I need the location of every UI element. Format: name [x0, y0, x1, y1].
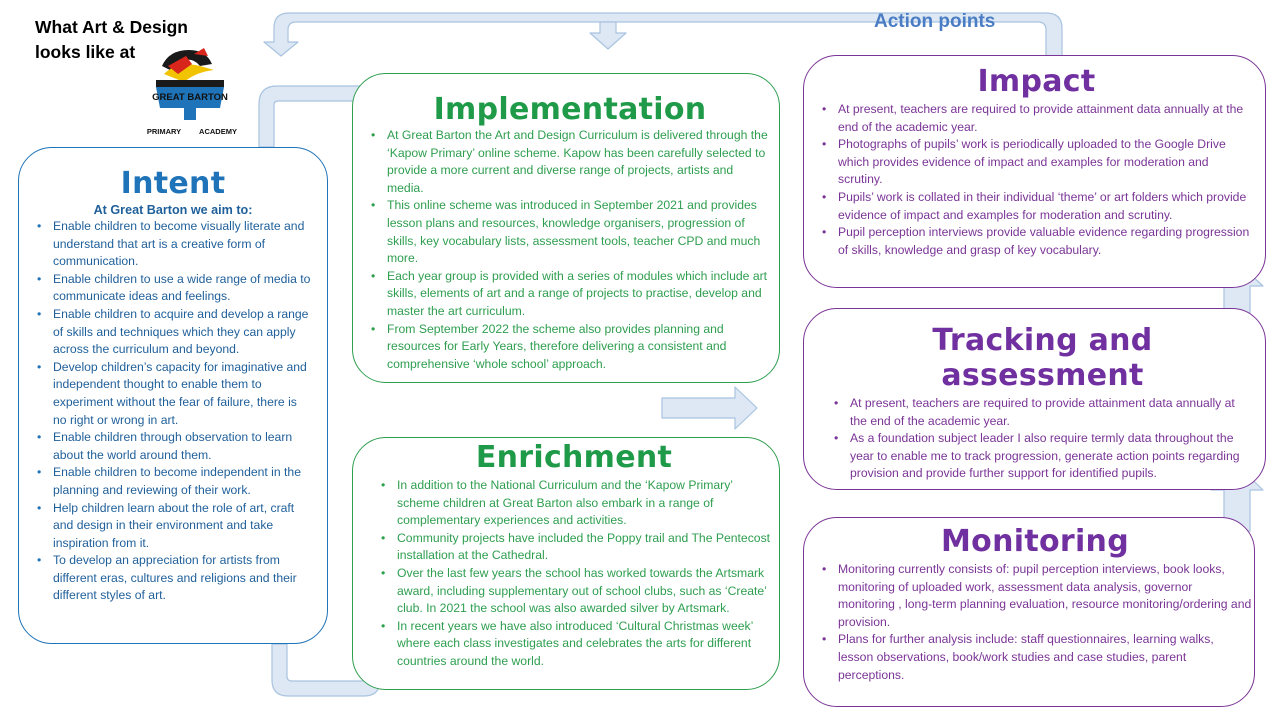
list-item: Develop children’s capacity for imaginat… [37, 359, 313, 429]
tracking-heading: Tracking and assessment [932, 323, 1153, 393]
intent-list: Enable children to become visually liter… [33, 218, 313, 605]
monitoring-list: Monitoring currently consists of: pupil … [818, 561, 1252, 684]
tracking-box: Tracking and assessment At present, teac… [803, 308, 1266, 490]
list-item: Enable children to become independent in… [37, 464, 313, 499]
intent-heading: Intent [120, 166, 226, 201]
enrichment-list: In addition to the National Curriculum a… [377, 477, 771, 671]
list-item: Help children learn about the role of ar… [37, 500, 313, 553]
enrichment-heading: Enrichment [475, 440, 673, 475]
list-item: Over the last few years the school has w… [381, 565, 771, 618]
action-points-branch-arrow [589, 21, 627, 50]
list-item: At present, teachers are required to pro… [834, 395, 1255, 430]
list-item: Each year group is provided with a serie… [371, 268, 773, 321]
list-item: Pupils’ work is collated in their indivi… [822, 189, 1255, 224]
great-barton-logo: GREAT BARTON PRIMARY ACADEMY [147, 48, 237, 136]
enrichment-box: Enrichment In addition to the National C… [352, 437, 780, 690]
list-item: At present, teachers are required to pro… [822, 101, 1255, 136]
list-item: Pupil perception interviews provide valu… [822, 224, 1255, 259]
monitoring-heading: Monitoring [941, 524, 1129, 559]
monitoring-box: Monitoring Monitoring currently consists… [803, 517, 1255, 707]
impact-box: Impact At present, teachers are required… [803, 55, 1266, 288]
list-item: Plans for further analysis include: staf… [822, 631, 1252, 684]
list-item: As a foundation subject leader I also re… [834, 430, 1255, 483]
list-item: Enable children to become visually liter… [37, 218, 313, 271]
intent-box: Intent At Great Barton we aim to: Enable… [18, 147, 328, 644]
list-item: In addition to the National Curriculum a… [381, 477, 771, 530]
action-points-label: Action points [874, 11, 996, 32]
impact-heading: Impact [977, 64, 1096, 99]
page-title: What Art & Design looks like at [35, 17, 188, 62]
implementation-list: At Great Barton the Art and Design Curri… [367, 127, 773, 373]
logo-line2-right: ACADEMY [199, 127, 237, 136]
list-item: Enable children to acquire and develop a… [37, 306, 313, 359]
list-item: Monitoring currently consists of: pupil … [822, 561, 1252, 631]
center-to-right-arrow [661, 386, 758, 430]
logo-line2-left: PRIMARY [147, 127, 181, 136]
list-item: Photographs of pupils’ work is periodica… [822, 136, 1255, 189]
logo-bird-icon [162, 50, 212, 70]
intent-subheading: At Great Barton we aim to: [93, 203, 253, 217]
tracking-list: At present, teachers are required to pro… [830, 395, 1255, 483]
list-item: In recent years we have also introduced … [381, 618, 771, 671]
implementation-heading: Implementation [433, 92, 707, 127]
list-item: Enable children through observation to l… [37, 429, 313, 464]
list-item: This online scheme was introduced in Sep… [371, 197, 773, 267]
action-points-arrow [263, 12, 1063, 57]
list-item: Community projects have included the Pop… [381, 530, 771, 565]
list-item: Enable children to use a wide range of m… [37, 271, 313, 306]
impact-list: At present, teachers are required to pro… [818, 101, 1255, 259]
list-item: From September 2022 the scheme also prov… [371, 321, 773, 374]
list-item: At Great Barton the Art and Design Curri… [371, 127, 773, 197]
list-item: To develop an appreciation for artists f… [37, 552, 313, 605]
logo-line1: GREAT BARTON [152, 92, 228, 103]
implementation-box: Implementation At Great Barton the Art a… [352, 73, 780, 383]
